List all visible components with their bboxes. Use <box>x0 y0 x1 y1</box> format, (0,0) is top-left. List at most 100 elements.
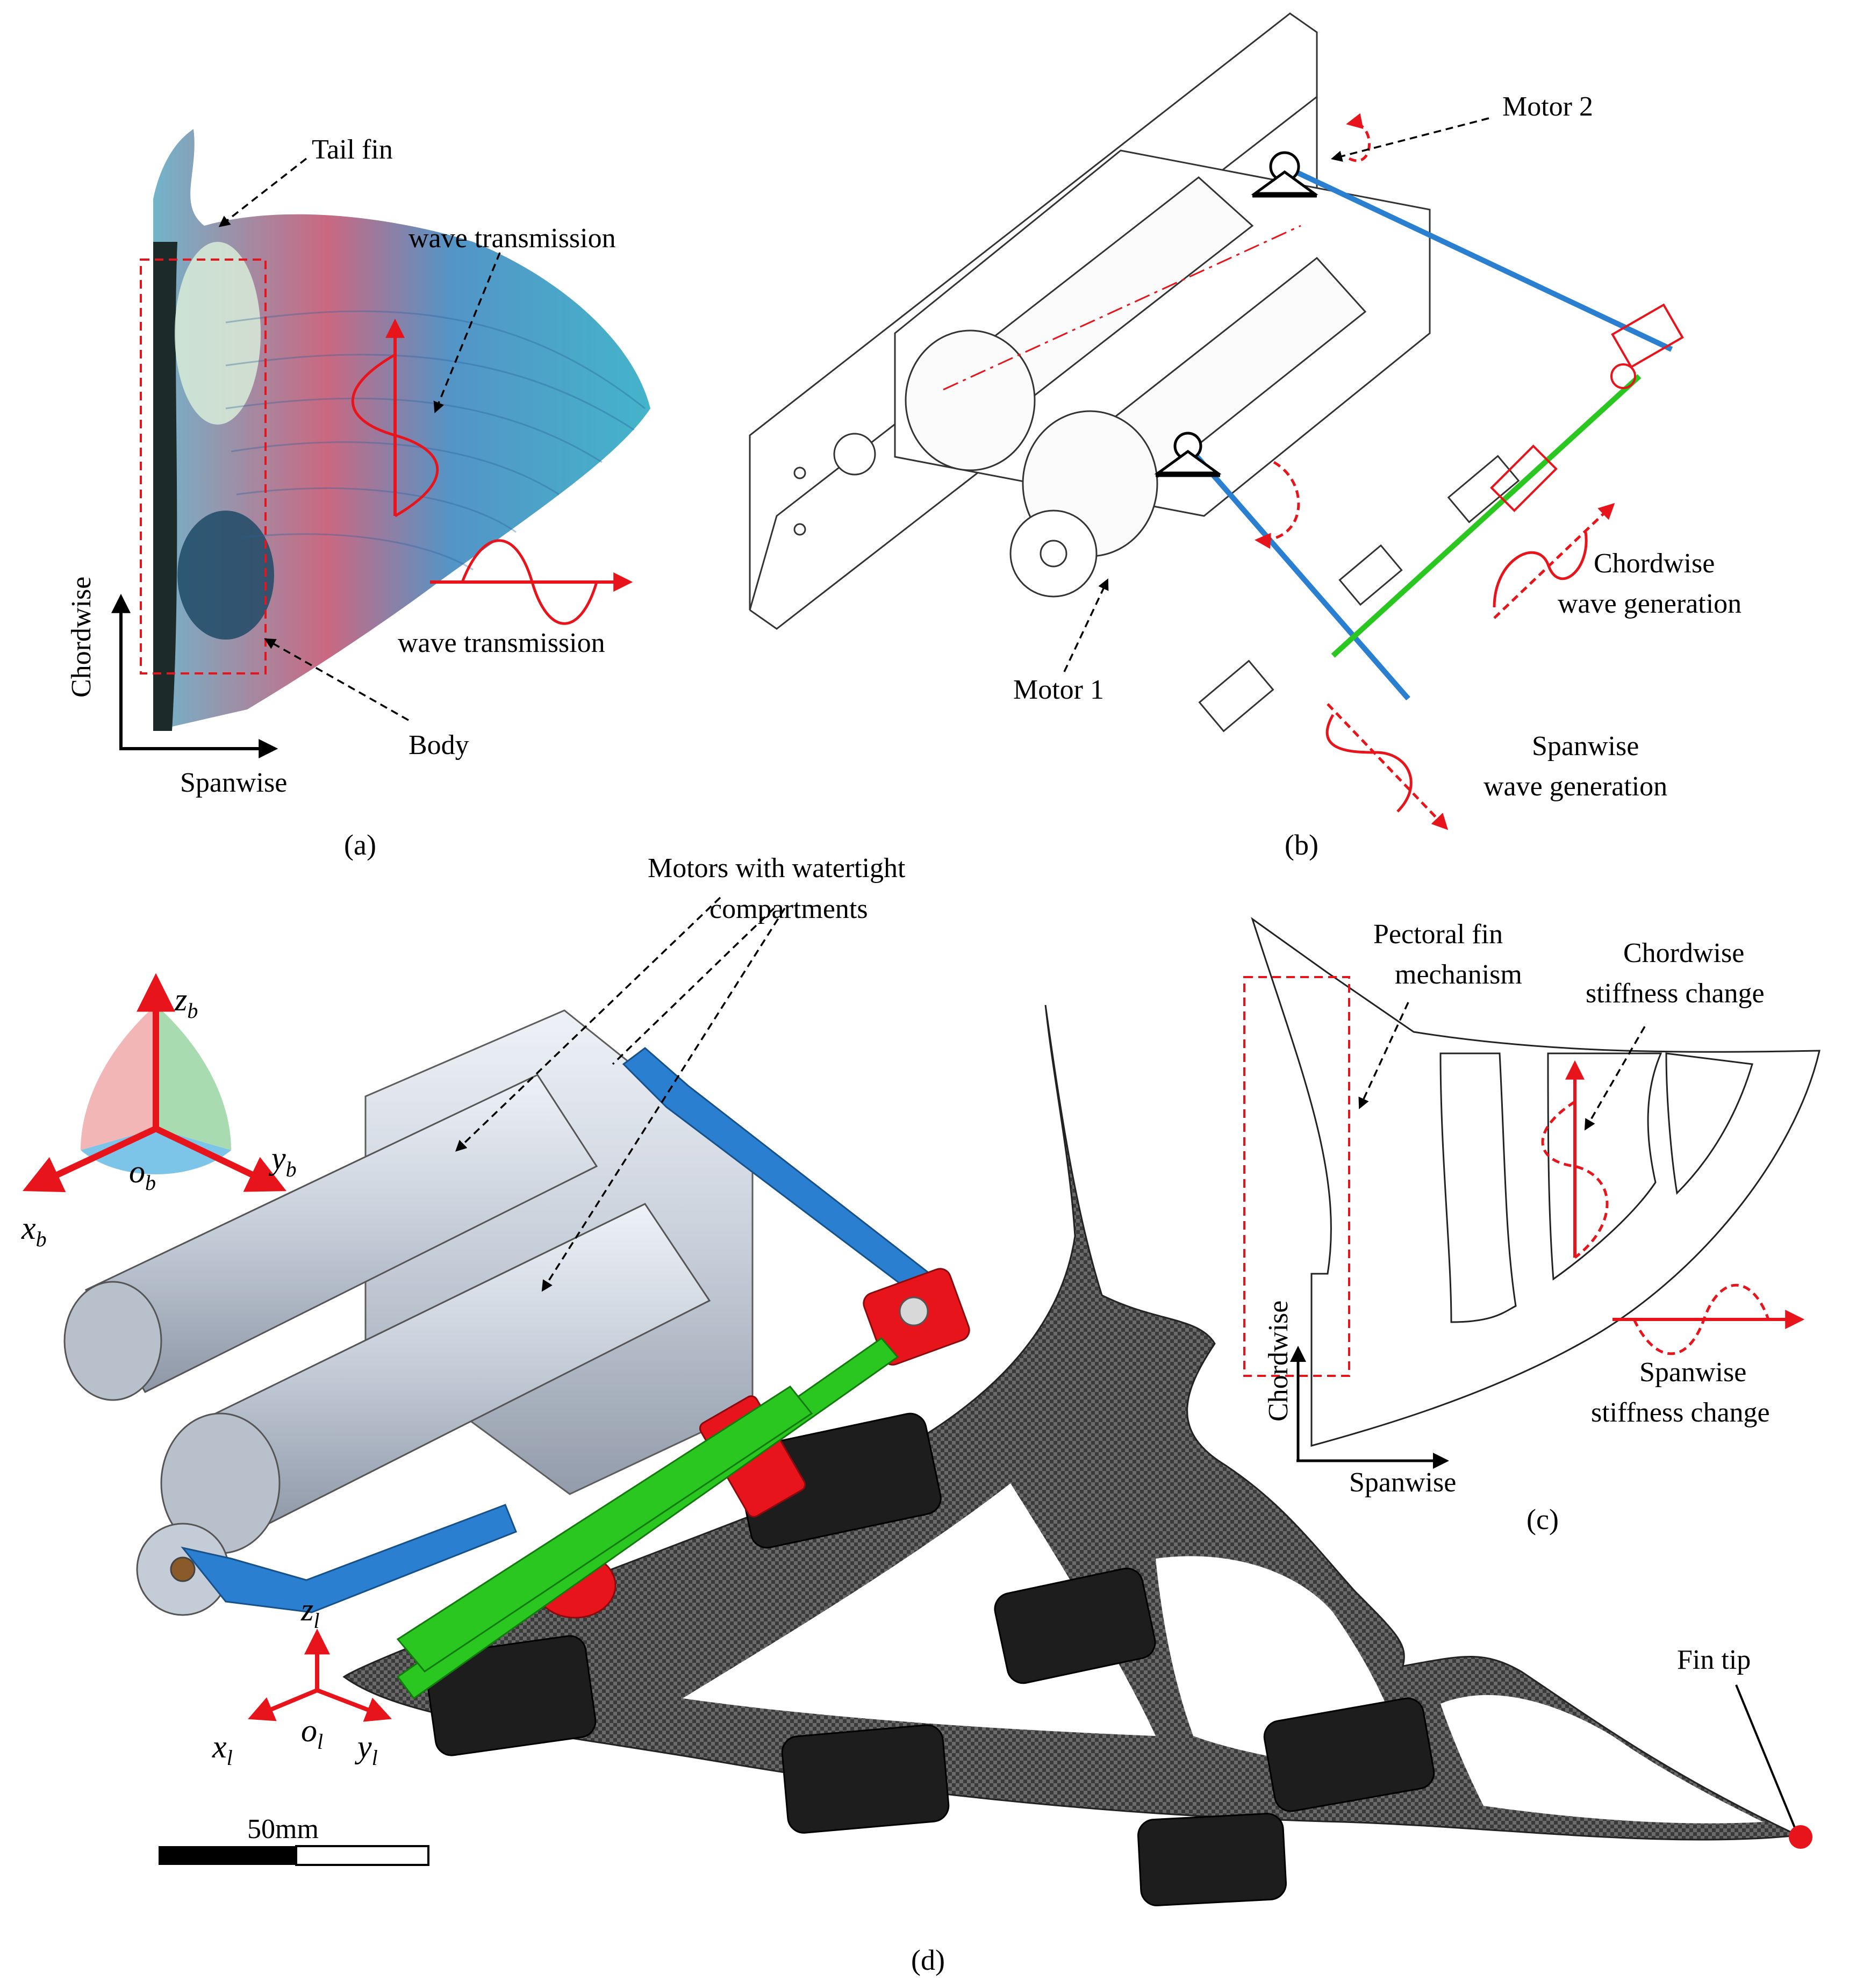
fish-fin-image <box>153 129 650 731</box>
fin-outline <box>1251 917 1821 1447</box>
label-pectoral-1: Pectoral fin <box>1373 919 1503 950</box>
panel-a: Tail fin wave transmission wave transmis… <box>66 129 650 861</box>
leader-motor1 <box>1063 578 1109 672</box>
label-chord-wave-1: Chordwise <box>1594 548 1715 579</box>
frame-b-sphere-green <box>156 1005 231 1150</box>
fin-body-lobe-upper <box>175 242 261 425</box>
caption-b: (b) <box>1285 829 1318 861</box>
joint-circle <box>1610 363 1636 389</box>
leader-motors-1 <box>455 896 721 1152</box>
panel-b: Motor 2 Motor 1 Chordwise wave generatio… <box>749 12 1742 861</box>
label-chord-wave-2: wave generation <box>1558 588 1742 619</box>
label-span-stiffness-2: stiffness change <box>1591 1397 1770 1428</box>
leader-wave-transmission <box>433 252 501 413</box>
motor-cylinder-1-cap <box>63 1281 162 1401</box>
label-c-spanwise: Spanwise <box>1349 1467 1456 1498</box>
label-span-stiffness-1: Spanwise <box>1639 1357 1746 1388</box>
leader-body <box>264 638 409 721</box>
plate-hole <box>833 433 876 476</box>
joint-box-2 <box>1490 444 1558 512</box>
chord-wave-arrow <box>1493 503 1615 619</box>
motor1-rotation-arrow <box>1255 461 1300 549</box>
label-pectoral-2: mechanism <box>1395 959 1522 990</box>
wave-vertical-sine <box>351 353 439 518</box>
label-chord-stiffness-2: stiffness change <box>1586 978 1765 1009</box>
caption-c: (c) <box>1526 1503 1559 1535</box>
leader-motor2 <box>1330 117 1489 162</box>
wave-horizontal-sine <box>461 539 598 625</box>
red-joint-top-pin <box>899 1296 929 1326</box>
caption-a: (a) <box>344 829 376 861</box>
label-body: Body <box>408 730 469 760</box>
label-span-wave-2: wave generation <box>1484 771 1667 802</box>
span-wave-arrow <box>1327 703 1449 830</box>
motor2-pin-support <box>1251 151 1318 198</box>
frame-l-y-label: yl <box>354 1729 378 1770</box>
fin-clips <box>1198 455 1520 733</box>
label-tail-fin: Tail fin <box>312 134 393 165</box>
leader-motors-2 <box>541 908 786 1292</box>
leader-tail-fin <box>218 157 307 227</box>
fin-rays <box>225 310 646 571</box>
plate-screw-1 <box>793 467 806 479</box>
label-motor2: Motor 2 <box>1502 91 1593 122</box>
label-a-spanwise: Spanwise <box>180 767 287 798</box>
span-wave-sine <box>1325 714 1413 813</box>
frame-b-sphere-blue <box>81 1129 231 1174</box>
fin-outline-inner-1 <box>1439 1052 1517 1323</box>
scale-label: 50mm <box>247 1814 319 1845</box>
fin-outline-inner-3 <box>1665 1052 1753 1195</box>
label-wave-transmission-bottom: wave transmission <box>398 628 605 658</box>
frame-b-x-label: xb <box>21 1210 47 1251</box>
frame-l-o-label: ol <box>301 1713 323 1754</box>
panel-c: Pectoral fin mechanism Chordwise stiffne… <box>1243 917 1821 1535</box>
rotation-axis <box>943 225 1301 391</box>
fin-outline-inner-2 <box>1547 1052 1662 1281</box>
leader-chord-stiffness <box>1584 1026 1646 1131</box>
motor1-pin-support <box>1154 432 1222 477</box>
frame-l-x-axis <box>248 1688 318 1721</box>
panel-d: zb yb xb ob zl yl xl ol 50mm Motors with… <box>21 853 1812 1976</box>
body-region-box <box>140 259 267 674</box>
leader-fin-tip <box>1735 1684 1799 1836</box>
frame-b-o-label: ob <box>129 1154 156 1195</box>
frame-l-z-label: zl <box>300 1592 319 1633</box>
fin-tip-marker <box>1789 1825 1812 1849</box>
plate-screw-2 <box>793 523 806 536</box>
label-motors-2: compartments <box>710 894 868 924</box>
fin-body-dark <box>153 242 177 731</box>
chord-wave-sine <box>1493 532 1588 608</box>
leader-pectoral <box>1358 1002 1409 1109</box>
caption-d: (d) <box>911 1944 945 1976</box>
fin-cutout-3 <box>1440 1695 1763 1824</box>
frame-b-y-label: yb <box>268 1140 297 1181</box>
leader-motors-3 <box>612 907 775 1065</box>
chord-stiffness-sine <box>1541 1100 1609 1259</box>
frame-l-x-label: xl <box>212 1729 233 1770</box>
label-motor1: Motor 1 <box>1013 674 1104 705</box>
scale-bar-white <box>295 1845 429 1866</box>
span-stiffness-sine <box>1632 1283 1770 1355</box>
label-motors-1: Motors with watertight <box>648 853 906 884</box>
label-chord-stiffness-1: Chordwise <box>1623 938 1744 968</box>
motor1-shaft <box>1040 540 1067 568</box>
motor-hub-center-d <box>170 1556 196 1582</box>
frame-b-y-axis <box>154 1125 286 1192</box>
link-motor2-blue <box>1283 164 1673 352</box>
green-plate <box>396 1386 813 1673</box>
label-a-chordwise: Chordwise <box>66 577 97 698</box>
fin-body-lobe-lower <box>177 511 274 640</box>
scale-bar-black <box>159 1846 296 1865</box>
frame-b-sphere-red <box>81 1005 156 1150</box>
label-span-wave-1: Spanwise <box>1532 731 1639 762</box>
fin-clips-black <box>425 1412 1435 1906</box>
frame-b-z-label: zb <box>174 982 198 1023</box>
label-c-chordwise: Chordwise <box>1263 1301 1294 1422</box>
joint-box-1 <box>1611 303 1684 369</box>
frame-b-x-axis <box>22 1125 157 1193</box>
link-green-rod <box>1331 374 1642 658</box>
motor2-rotation-arrow <box>1346 113 1371 162</box>
frame-l-y-axis <box>316 1688 392 1722</box>
label-fin-tip: Fin tip <box>1677 1645 1751 1675</box>
